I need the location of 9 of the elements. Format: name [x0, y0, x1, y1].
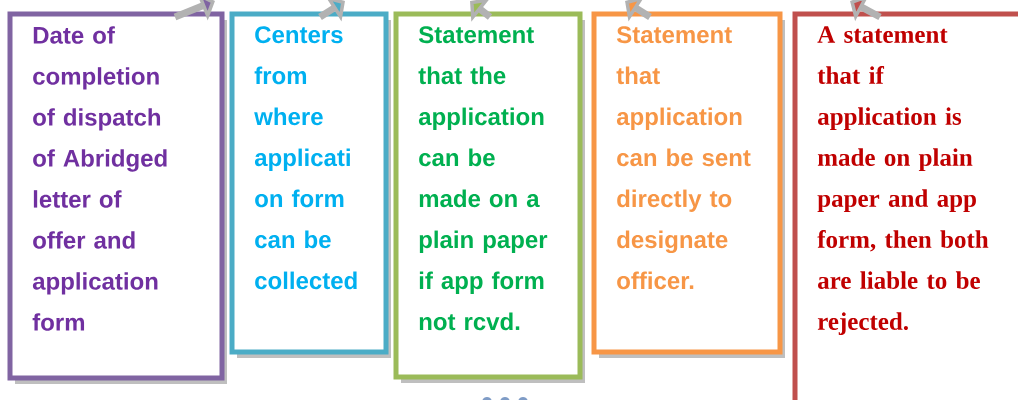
- arrow: [625, 0, 652, 22]
- text-box: Statement that application can be sent directly to designate officer.: [591, 11, 783, 355]
- text-box: Statement that the application can be made on a plain paper if app form not rcvd.: [393, 11, 583, 380]
- text-box: Centers from where applicati on form can be collected: [229, 11, 389, 355]
- arrow: [173, 0, 215, 21]
- arrow: [470, 0, 493, 22]
- arrow: [850, 0, 882, 22]
- text-box: Date of completion of dispatch of Abridged letter of offer and application form: [7, 11, 225, 381]
- text-box: A statement that if application is made on plain paper and app form, then both are liable to be rejected.: [792, 11, 1018, 400]
